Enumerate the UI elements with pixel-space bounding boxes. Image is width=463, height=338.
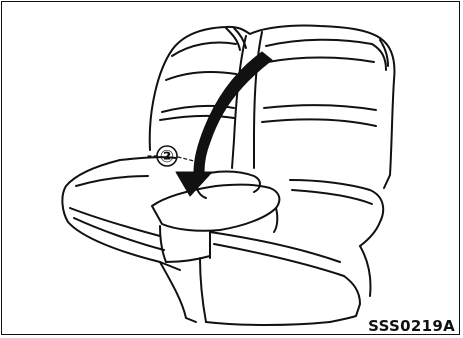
figure-frame bbox=[1, 1, 460, 335]
seatback-center-panel-right bbox=[253, 31, 263, 169]
callout-leader bbox=[177, 156, 199, 163]
seat-cushion-outline bbox=[61, 159, 181, 271]
callout-number: ② bbox=[160, 147, 174, 167]
seatback-outline bbox=[148, 24, 396, 189]
left-seatback-panel bbox=[171, 41, 237, 57]
callout-circle bbox=[156, 145, 178, 167]
fold-direction-arrow bbox=[175, 51, 273, 197]
figure-code: SSS0219A bbox=[368, 317, 455, 335]
right-cushion-outline bbox=[289, 179, 385, 247]
right-seatback-panel bbox=[265, 38, 373, 47]
center-armrest bbox=[151, 183, 281, 232]
